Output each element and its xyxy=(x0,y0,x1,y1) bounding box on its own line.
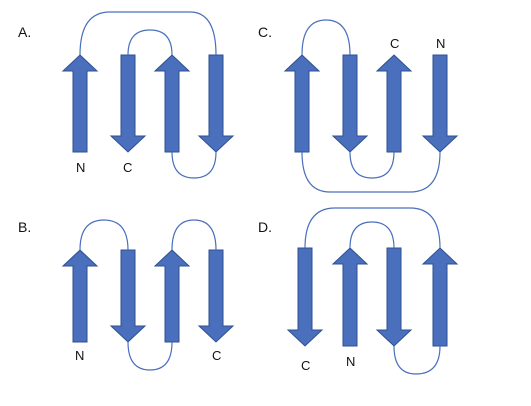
panel-d-label: D. xyxy=(258,219,272,235)
panel-b-n-terminus: N xyxy=(75,348,84,363)
panel-a-n-terminus: N xyxy=(76,160,85,175)
panel-d-c-terminus: C xyxy=(301,358,310,373)
panel-a-strand-2-down-arrow xyxy=(109,54,147,153)
panel-d-connectors xyxy=(304,207,441,375)
panel-d-n-terminus: N xyxy=(346,354,355,369)
panel-c-label: C. xyxy=(258,24,272,40)
panel-a-label: A. xyxy=(18,24,31,40)
panel-c-connector-1-to-2-top xyxy=(301,19,351,56)
panel-a-connector-2-to-3-bottom xyxy=(171,151,217,179)
panel-c-connector-1-to-4-bottom-wide xyxy=(301,151,441,193)
panel-d-connector-1-to-4-top-wide xyxy=(304,207,441,249)
panel-a: A. N C xyxy=(18,11,235,179)
panel-b: B. N C xyxy=(18,219,235,371)
panel-b-connector-3-to-4-top xyxy=(171,219,217,251)
panel-b-connector-1-to-2-top xyxy=(79,219,129,251)
panel-d-strand-3-down-arrow xyxy=(375,247,413,347)
panel-c-connectors xyxy=(301,19,441,193)
panel-b-strand-2-down-arrow xyxy=(109,249,147,343)
panel-d-strand-1-down-arrow xyxy=(286,247,324,347)
panel-a-strand-4-down-arrow xyxy=(197,54,235,153)
panel-c: C. C N xyxy=(258,19,459,193)
panel-b-connectors xyxy=(79,219,217,371)
panel-a-c-terminus: C xyxy=(123,160,132,175)
panel-a-strands xyxy=(61,54,235,153)
panel-b-label: B. xyxy=(18,219,31,235)
panel-d-strands xyxy=(286,247,459,347)
panel-d-connector-3-to-4-bottom xyxy=(393,345,441,375)
panel-c-n-terminus: N xyxy=(436,36,445,51)
panel-b-c-terminus: C xyxy=(212,348,221,363)
panel-c-connector-2-to-3-bottom xyxy=(349,151,395,179)
panel-a-connector-1-to-4-top-wide xyxy=(79,11,217,56)
panel-d-strand-2-up-arrow xyxy=(331,247,369,347)
panel-c-c-terminus: C xyxy=(390,36,399,51)
panel-b-strand-1-up-arrow xyxy=(61,249,99,343)
panel-a-strand-1-up-arrow xyxy=(61,54,99,153)
panel-d: D. C N xyxy=(258,207,459,375)
panel-b-connector-2-to-3-bottom xyxy=(127,341,173,371)
panel-c-strand-4-down-arrow xyxy=(421,54,459,153)
panel-d-connector-2-to-3-top xyxy=(349,221,395,249)
panel-a-connector-1-to-2-top xyxy=(127,29,173,56)
panel-b-strand-4-down-arrow xyxy=(197,249,235,343)
panel-a-connectors xyxy=(79,11,217,179)
panel-c-strand-2-down-arrow xyxy=(331,54,369,153)
